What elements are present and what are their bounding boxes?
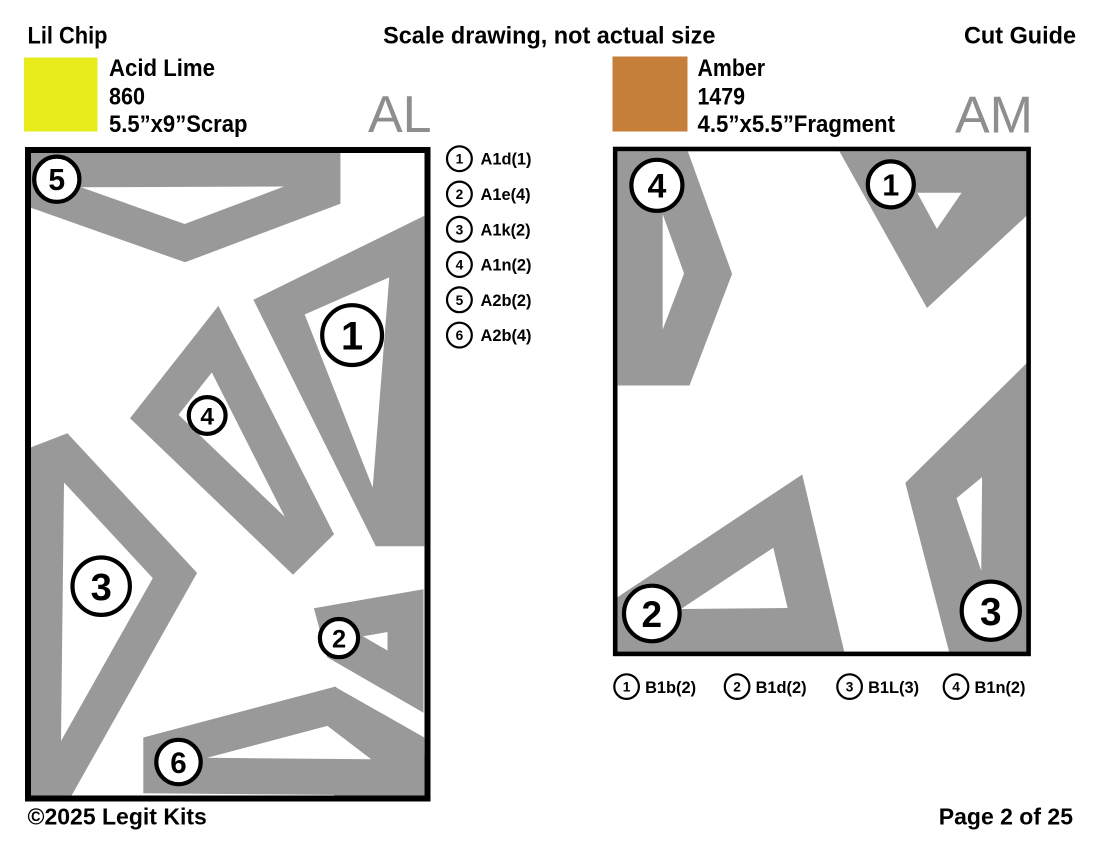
- svg-text:4: 4: [456, 258, 464, 273]
- svg-text:B1b(2): B1b(2): [645, 679, 696, 697]
- svg-text:1: 1: [456, 152, 464, 167]
- svg-text:A2b(4): A2b(4): [481, 327, 532, 345]
- svg-text:B1d(2): B1d(2): [756, 679, 807, 697]
- svg-text:3: 3: [91, 566, 112, 609]
- svg-text:6: 6: [170, 747, 186, 780]
- svg-text:Acid Lime: Acid Lime: [109, 55, 215, 82]
- svg-text:3: 3: [980, 591, 1002, 634]
- svg-text:2: 2: [456, 187, 464, 202]
- svg-text:2: 2: [733, 680, 741, 695]
- svg-text:AM: AM: [955, 87, 1033, 145]
- svg-text:860: 860: [109, 84, 145, 111]
- svg-text:B1L(3): B1L(3): [868, 679, 919, 697]
- svg-text:A1e(4): A1e(4): [481, 186, 531, 204]
- svg-text:4: 4: [952, 680, 960, 695]
- svg-text:5: 5: [48, 164, 65, 197]
- svg-text:3: 3: [846, 680, 854, 695]
- svg-text:Lil Chip: Lil Chip: [28, 23, 108, 50]
- svg-text:AL: AL: [368, 86, 432, 144]
- svg-text:A1k(2): A1k(2): [481, 221, 531, 239]
- svg-text:1: 1: [882, 169, 899, 203]
- svg-text:©2025 Legit Kits: ©2025 Legit Kits: [28, 804, 207, 830]
- svg-text:6: 6: [456, 328, 464, 343]
- svg-text:A1d(1): A1d(1): [481, 151, 532, 169]
- svg-text:2: 2: [332, 625, 346, 653]
- svg-text:B1n(2): B1n(2): [975, 679, 1026, 697]
- svg-text:2: 2: [642, 594, 663, 635]
- svg-text:4.5”x5.5”Fragment: 4.5”x5.5”Fragment: [698, 111, 896, 138]
- svg-text:Page 2 of 25: Page 2 of 25: [939, 804, 1073, 830]
- svg-text:A1n(2): A1n(2): [481, 257, 532, 275]
- svg-text:5.5”x9”Scrap: 5.5”x9”Scrap: [109, 111, 248, 138]
- svg-text:1: 1: [341, 315, 363, 359]
- svg-text:A2b(2): A2b(2): [481, 292, 532, 310]
- svg-text:Cut Guide: Cut Guide: [964, 23, 1076, 50]
- svg-text:1: 1: [623, 680, 631, 695]
- svg-text:1479: 1479: [698, 84, 746, 111]
- svg-text:Amber: Amber: [698, 55, 766, 82]
- svg-text:3: 3: [456, 222, 464, 237]
- svg-text:5: 5: [456, 293, 464, 308]
- svg-text:4: 4: [647, 168, 666, 206]
- svg-text:4: 4: [200, 403, 214, 430]
- svg-text:Scale drawing, not actual size: Scale drawing, not actual size: [383, 23, 715, 50]
